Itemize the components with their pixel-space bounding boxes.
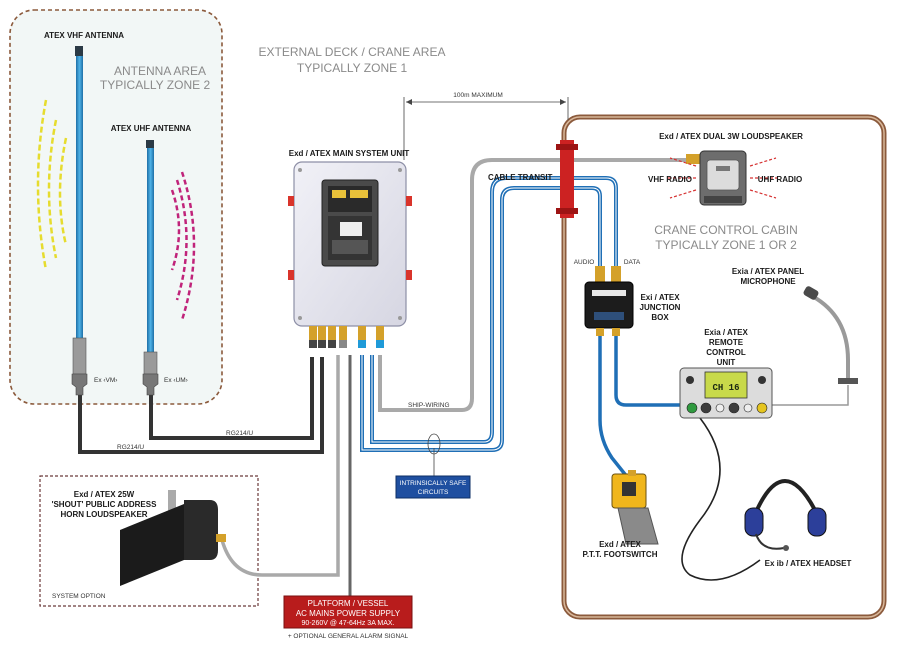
rg214-label-b: RG214/U — [226, 430, 253, 437]
cable-transit — [556, 140, 578, 218]
uhf-antenna-label: ATEX UHF ANTENNA — [111, 124, 192, 133]
remote-control-unit: CH 16 — [679, 367, 773, 419]
junction-to-footswitch-cable — [598, 332, 630, 480]
headset — [744, 479, 827, 551]
ptt-footswitch — [611, 470, 659, 545]
main-unit-glands — [309, 326, 384, 348]
footswitch-label-2: P.T.T. FOOTSWITCH — [583, 550, 658, 559]
rg214-label-a: RG214/U — [117, 444, 144, 451]
horn-label-3: HORN LOUDSPEAKER — [60, 510, 147, 519]
panel-microphone — [803, 286, 858, 384]
loudspeaker-sound-waves — [666, 157, 780, 199]
uhf-radio-label: UHF RADIO — [758, 175, 802, 184]
footswitch-label-1: Exd / ATEX — [599, 540, 641, 549]
junction-label-2: JUNCTION — [640, 303, 681, 312]
deck-area-label: EXTERNAL DECK / CRANE AREA — [259, 45, 446, 59]
junction-label-1: Exi / ATEX — [640, 293, 680, 302]
microphone-label-1: Exia / ATEX PANEL — [732, 267, 804, 276]
power-supply-box — [283, 595, 413, 629]
is-circuits-label-2: CIRCUITS — [418, 489, 449, 496]
uhf-antenna: Ex ‹UM› — [142, 140, 188, 396]
system-option-label: SYSTEM OPTION — [52, 593, 106, 600]
ship-wiring-label: SHIP-WIRING — [408, 402, 450, 409]
svg-text:Ex ‹VM›: Ex ‹VM› — [94, 377, 117, 384]
data-label: DATA — [624, 259, 641, 266]
loudspeaker-label: Exd / ATEX DUAL 3W LOUDSPEAKER — [659, 132, 803, 141]
is-cable-inner-white — [361, 177, 617, 451]
horn-cable — [220, 355, 340, 577]
uhf-radiation-waves — [170, 171, 196, 321]
main-system-unit — [288, 161, 412, 327]
antenna-area-zone-label: TYPICALLY ZONE 2 — [100, 78, 211, 92]
junction-box — [584, 266, 634, 336]
power-supply-label-3: 90-260V @ 47-64Hz 3A MAX. — [301, 620, 394, 627]
vhf-antenna-label: ATEX VHF ANTENNA — [44, 31, 124, 40]
is-circuits-label-1: INTRINSICALLY SAFE — [400, 480, 467, 487]
antenna-area-zone — [9, 9, 223, 405]
main-unit-label: Exd / ATEX MAIN SYSTEM UNIT — [289, 149, 410, 158]
headset-label: Ex ib / ATEX HEADSET — [765, 559, 852, 568]
rg214-cable-uhf — [149, 357, 314, 440]
rcu-label-2: REMOTE — [709, 338, 744, 347]
dual-loudspeaker — [686, 150, 747, 206]
power-supply-label-2: AC MAINS POWER SUPPLY — [296, 609, 401, 618]
horn-label-1: Exd / ATEX 25W — [74, 490, 135, 499]
svg-text:Ex ‹UM›: Ex ‹UM› — [164, 377, 188, 384]
rcu-display-text: CH 16 — [712, 383, 739, 393]
distance-marker: 100m MAXIMUM — [403, 92, 569, 160]
power-supply-note: + OPTIONAL GENERAL ALARM SIGNAL — [288, 633, 409, 640]
vhf-antenna: Ex ‹VM› — [71, 46, 117, 396]
distance-label: 100m MAXIMUM — [453, 92, 502, 99]
vhf-radiation-waves — [36, 99, 68, 271]
rcu-to-mic-cable — [772, 385, 849, 406]
junction-to-rcu-cable — [614, 332, 682, 407]
microphone-label-2: MICROPHONE — [740, 277, 796, 286]
power-supply-label-1: PLATFORM / VESSEL — [308, 599, 389, 608]
antenna-area-label: ANTENNA AREA — [114, 64, 206, 78]
ship-wiring-cable — [378, 158, 700, 412]
horn-loudspeaker — [120, 490, 226, 586]
cabin-area-zone-label: TYPICALLY ZONE 1 OR 2 — [655, 238, 797, 252]
crane-cabin-zone-inner — [563, 116, 885, 618]
rcu-label-3: CONTROL — [706, 348, 746, 357]
junction-label-3: BOX — [651, 313, 669, 322]
rg214-cable-vhf — [78, 357, 324, 454]
cable-transit-label: CABLE TRANSIT — [488, 173, 553, 182]
deck-area-zone-label: TYPICALLY ZONE 1 — [297, 61, 408, 75]
cabin-area-label: CRANE CONTROL CABIN — [654, 223, 798, 237]
vhf-radio-label: VHF RADIO — [648, 175, 692, 184]
is-circuits-box — [395, 475, 471, 499]
audio-label: AUDIO — [574, 259, 595, 266]
horn-label-2: 'SHOUT' PUBLIC ADDRESS — [52, 500, 158, 509]
is-cable-ring — [427, 433, 441, 455]
rcu-label-4: UNIT — [717, 358, 736, 367]
rcu-to-headset-cable — [681, 417, 761, 581]
rcu-label-1: Exia / ATEX — [704, 328, 748, 337]
